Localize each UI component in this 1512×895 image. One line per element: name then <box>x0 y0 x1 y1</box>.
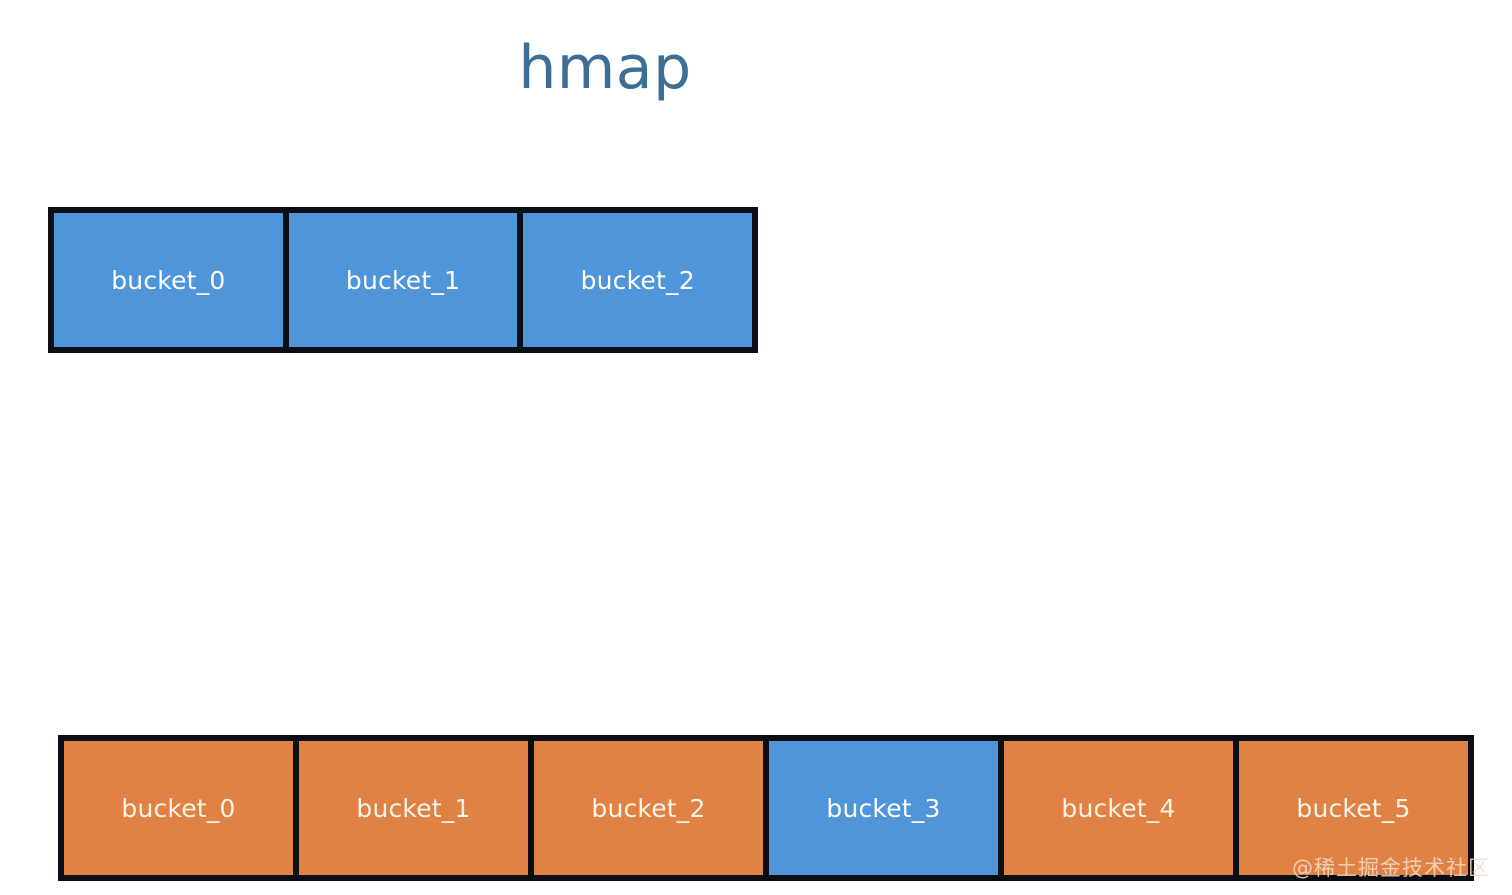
bucket-cell-new-4[interactable]: bucket_4 <box>1004 741 1233 875</box>
bucket-cell-new-0[interactable]: bucket_0 <box>64 741 293 875</box>
bucket-cell-new-1[interactable]: bucket_1 <box>299 741 528 875</box>
bucket-label: bucket_1 <box>356 793 471 823</box>
bucket-cell-new-5[interactable]: bucket_5 <box>1239 741 1468 875</box>
bucket-cell-new-3-highlighted[interactable]: bucket_3 <box>769 741 998 875</box>
bucket-label: bucket_2 <box>591 793 706 823</box>
bucket-cell-old-1[interactable]: bucket_1 <box>288 213 518 347</box>
bucket-label: bucket_1 <box>345 265 461 295</box>
bucket-label: bucket_0 <box>111 265 226 295</box>
bucket-cell-old-0[interactable]: bucket_0 <box>54 213 283 347</box>
bucket-label: bucket_2 <box>580 265 695 295</box>
bucket-cell-new-2[interactable]: bucket_2 <box>534 741 763 875</box>
page-title: hmap <box>518 33 692 103</box>
bucket-label: bucket_0 <box>121 793 236 823</box>
old-buckets-row: bucket_0 bucket_1 bucket_2 <box>48 207 758 353</box>
bucket-label: bucket_4 <box>1061 793 1176 823</box>
bucket-label: bucket_5 <box>1296 793 1411 823</box>
bucket-label: bucket_3 <box>826 793 941 823</box>
new-buckets-row: bucket_0 bucket_1 bucket_2 bucket_3 buck… <box>58 735 1474 881</box>
bucket-cell-old-2[interactable]: bucket_2 <box>523 213 753 347</box>
